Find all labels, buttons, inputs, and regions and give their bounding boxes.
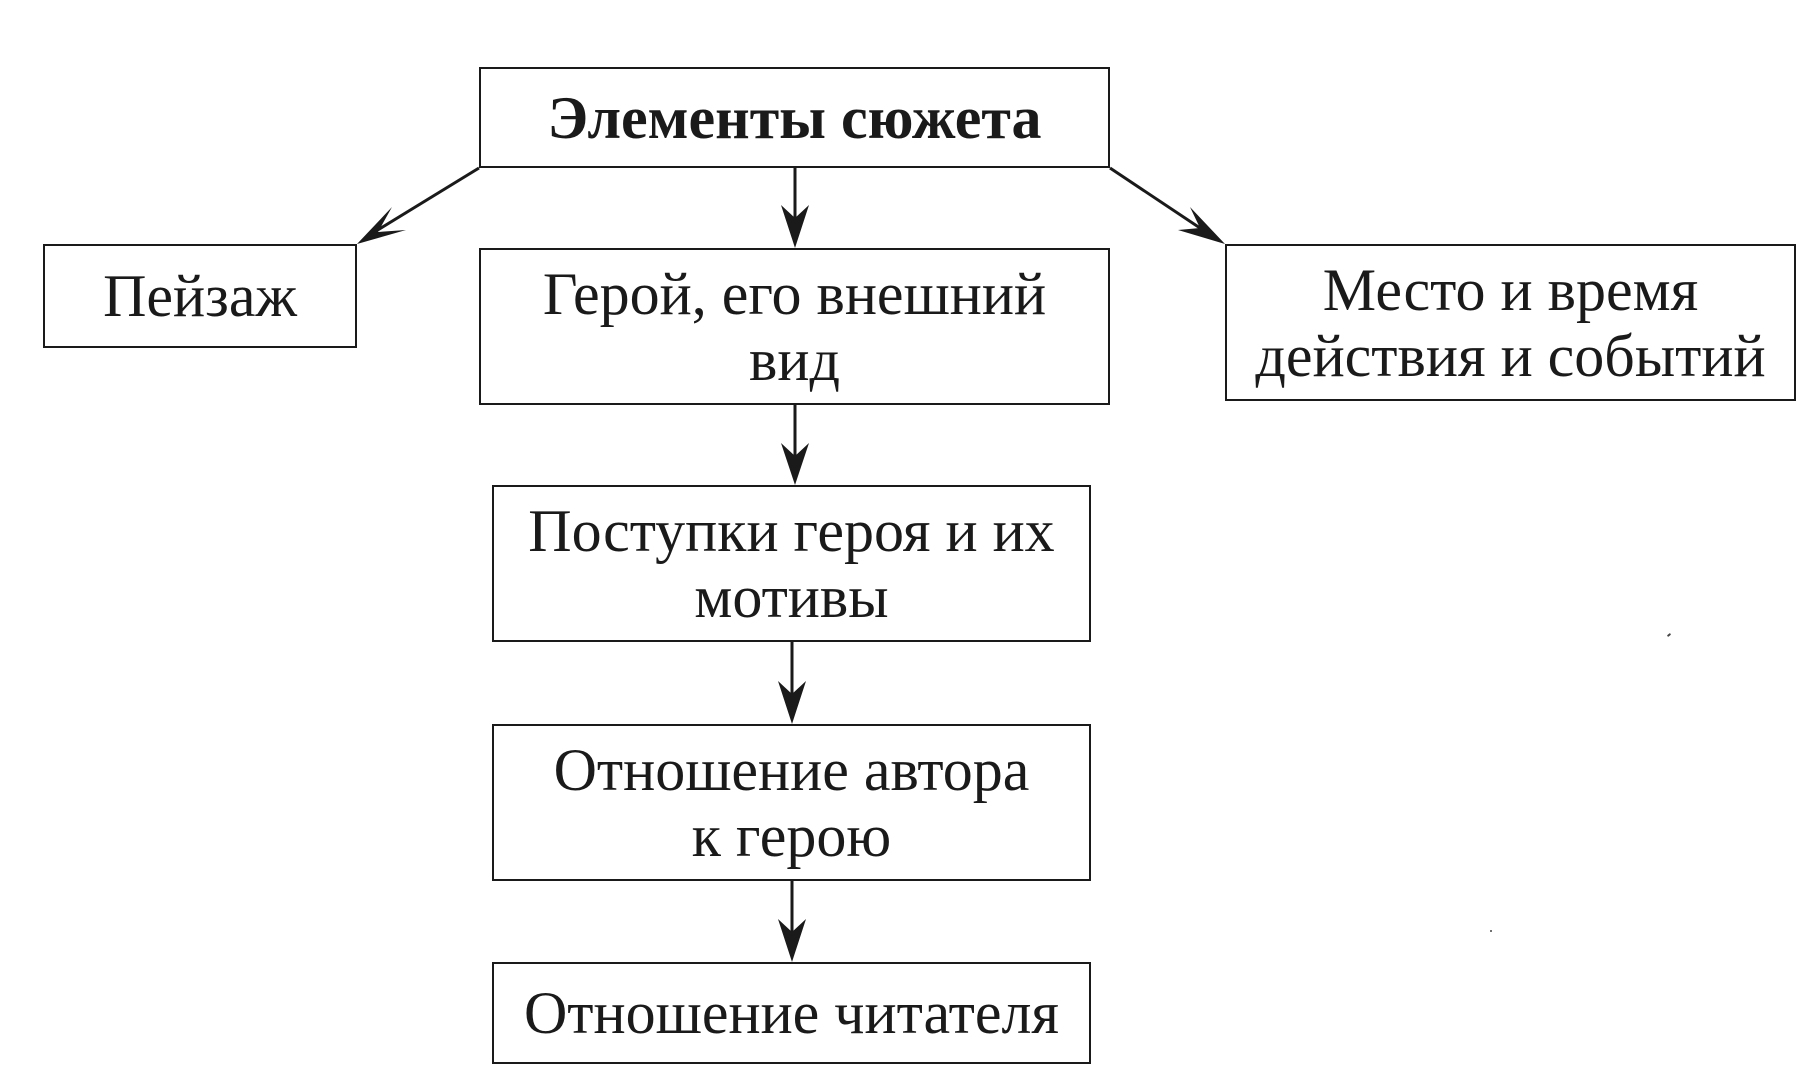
node-plot-elements-label: Элементы сюжета [547, 84, 1042, 151]
node-hero-deeds-text: Поступки героя и их мотивы [528, 498, 1054, 630]
node-hero-appearance-text: Герой, его внешний вид [543, 261, 1046, 393]
node-hero-appearance: Герой, его внешний вид [479, 248, 1110, 405]
node-author-attitude-line1: Отношение автора [553, 736, 1030, 803]
node-author-attitude: Отношение автора к герою [492, 724, 1091, 881]
arrow-deeds-to-author [778, 642, 806, 724]
node-hero-appearance-line1: Герой, его внешний [542, 260, 1047, 327]
node-reader-attitude-label: Отношение читателя [523, 980, 1060, 1046]
node-reader-attitude: Отношение читателя [492, 962, 1091, 1064]
node-author-attitude-line2: к герою [691, 802, 892, 869]
node-hero-deeds-line1: Поступки героя и их [528, 497, 1055, 564]
arrow-root-to-place-time [1109, 166, 1225, 244]
node-landscape-label: Пейзаж [103, 263, 297, 329]
node-plot-elements: Элементы сюжета [479, 67, 1110, 168]
node-place-and-time: Место и время действия и событий [1225, 244, 1796, 401]
node-landscape: Пейзаж [43, 244, 357, 348]
node-place-and-time-line2: действия и событий [1255, 322, 1766, 389]
node-place-and-time-line1: Место и время [1322, 256, 1699, 323]
arrow-author-to-reader [778, 881, 806, 962]
node-author-attitude-text: Отношение автора к герою [554, 737, 1030, 869]
scan-speck [1490, 930, 1492, 932]
arrow-root-to-hero [781, 168, 809, 248]
node-place-and-time-text: Место и время действия и событий [1255, 257, 1765, 389]
arrow-hero-to-deeds [781, 405, 809, 485]
arrow-root-to-landscape [357, 166, 480, 244]
node-hero-appearance-line2: вид [749, 326, 840, 393]
node-hero-deeds: Поступки героя и их мотивы [492, 485, 1091, 642]
node-hero-deeds-line2: мотивы [694, 563, 889, 630]
